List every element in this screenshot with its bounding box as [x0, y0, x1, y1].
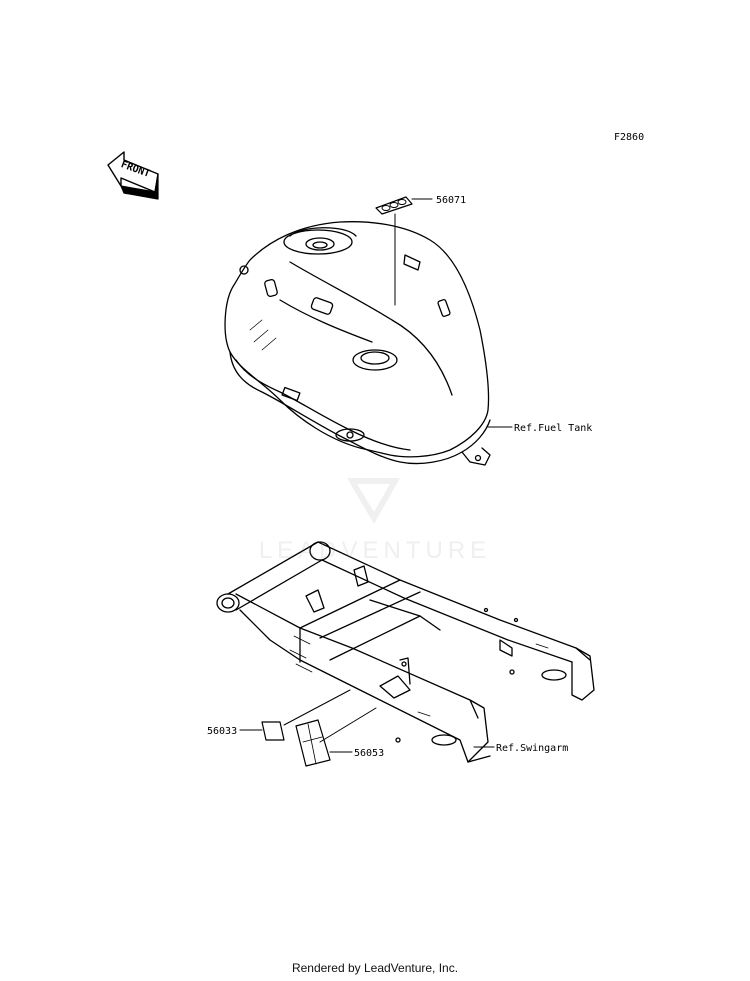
part-number-56071: 56071: [436, 195, 466, 206]
leader-56053-swingarm: [319, 707, 377, 743]
ref-swingarm: Ref.Swingarm: [496, 743, 568, 754]
front-arrow-icon: FRONT: [107, 151, 159, 200]
part-number-56033: 56033: [207, 726, 237, 737]
figure-code: F2860: [614, 132, 644, 143]
ref-fuel-tank: Ref.Fuel Tank: [514, 423, 592, 434]
fuel-tank-illustration: [224, 221, 491, 466]
label-56071-part: [375, 196, 413, 215]
label-56033-part: [261, 721, 285, 741]
footer-credit: Rendered by LeadVenture, Inc.: [291, 961, 459, 975]
part-number-56053: 56053: [354, 748, 384, 759]
swingarm-illustration: [216, 541, 595, 763]
label-56053-part: [295, 719, 331, 767]
leader-56033-swingarm: [283, 689, 351, 726]
